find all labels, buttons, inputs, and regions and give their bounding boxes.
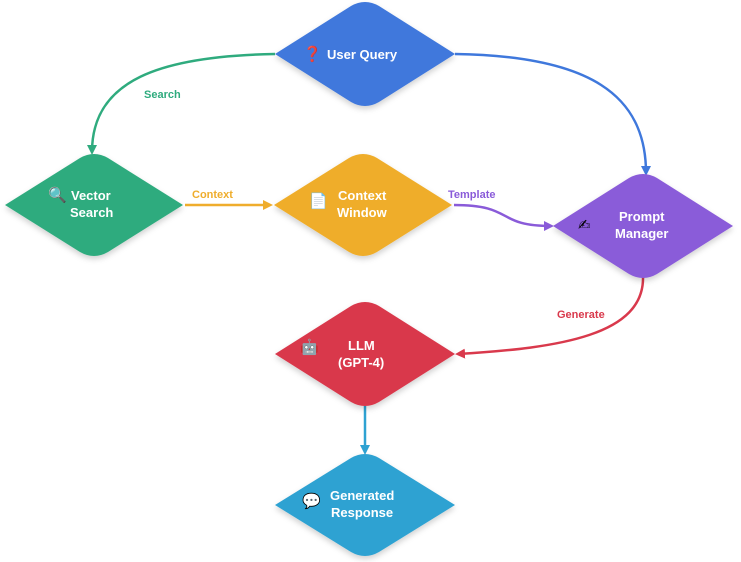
node-prompt-manager-label-1: Prompt	[619, 209, 665, 224]
node-prompt-manager-shape	[553, 174, 733, 278]
node-vector-search[interactable]: 🔍 Vector Search	[5, 154, 183, 256]
node-prompt-manager-label-2: Manager	[615, 226, 668, 241]
edge-template-label: Template	[448, 189, 495, 201]
node-llm-label-2: (GPT-4)	[338, 355, 384, 370]
node-user-query[interactable]: ❓ User Query	[275, 2, 455, 106]
node-context-window-shape	[274, 154, 452, 256]
magnifier-icon: 🔍	[48, 185, 67, 204]
node-generated-response-label-1: Generated	[330, 488, 394, 503]
node-generated-response[interactable]: 💬 Generated Response	[275, 454, 455, 556]
edge-search: Search	[87, 52, 276, 155]
node-user-query-label: User Query	[327, 47, 398, 62]
edge-template-line	[453, 203, 554, 231]
node-vector-search-shape	[5, 154, 183, 256]
node-user-query-shape	[275, 2, 455, 106]
robot-icon: 🤖	[300, 338, 319, 356]
edge-search-label: Search	[144, 89, 181, 101]
node-generated-response-label-2: Response	[331, 505, 393, 520]
node-vector-search-label-2: Search	[70, 205, 113, 220]
node-llm[interactable]: 🤖 LLM (GPT-4)	[275, 302, 455, 406]
edge-query-to-prompt-line	[454, 52, 651, 176]
edge-query-to-prompt	[454, 52, 651, 176]
node-context-window-label-1: Context	[338, 188, 387, 203]
edge-context: Context	[185, 189, 273, 210]
node-vector-search-label-1: Vector	[71, 188, 111, 203]
edge-generate-line	[455, 275, 645, 359]
node-generated-response-shape	[275, 454, 455, 556]
speech-bubble-icon: 💬	[302, 492, 321, 510]
writing-hand-icon: ✍	[578, 216, 591, 234]
edge-generate-label: Generate	[557, 309, 605, 321]
question-mark-icon: ❓	[303, 45, 322, 63]
node-prompt-manager[interactable]: ✍ Prompt Manager	[553, 174, 733, 278]
edge-context-label: Context	[192, 189, 233, 201]
node-llm-label-1: LLM	[348, 338, 375, 353]
node-context-window-label-2: Window	[337, 205, 388, 220]
edge-generate: Generate	[455, 275, 645, 359]
edge-template: Template	[448, 189, 554, 231]
edge-search-line	[87, 52, 276, 155]
node-llm-shape	[275, 302, 455, 406]
page-icon: 📄	[309, 192, 328, 210]
node-context-window[interactable]: 📄 Context Window	[274, 154, 452, 256]
